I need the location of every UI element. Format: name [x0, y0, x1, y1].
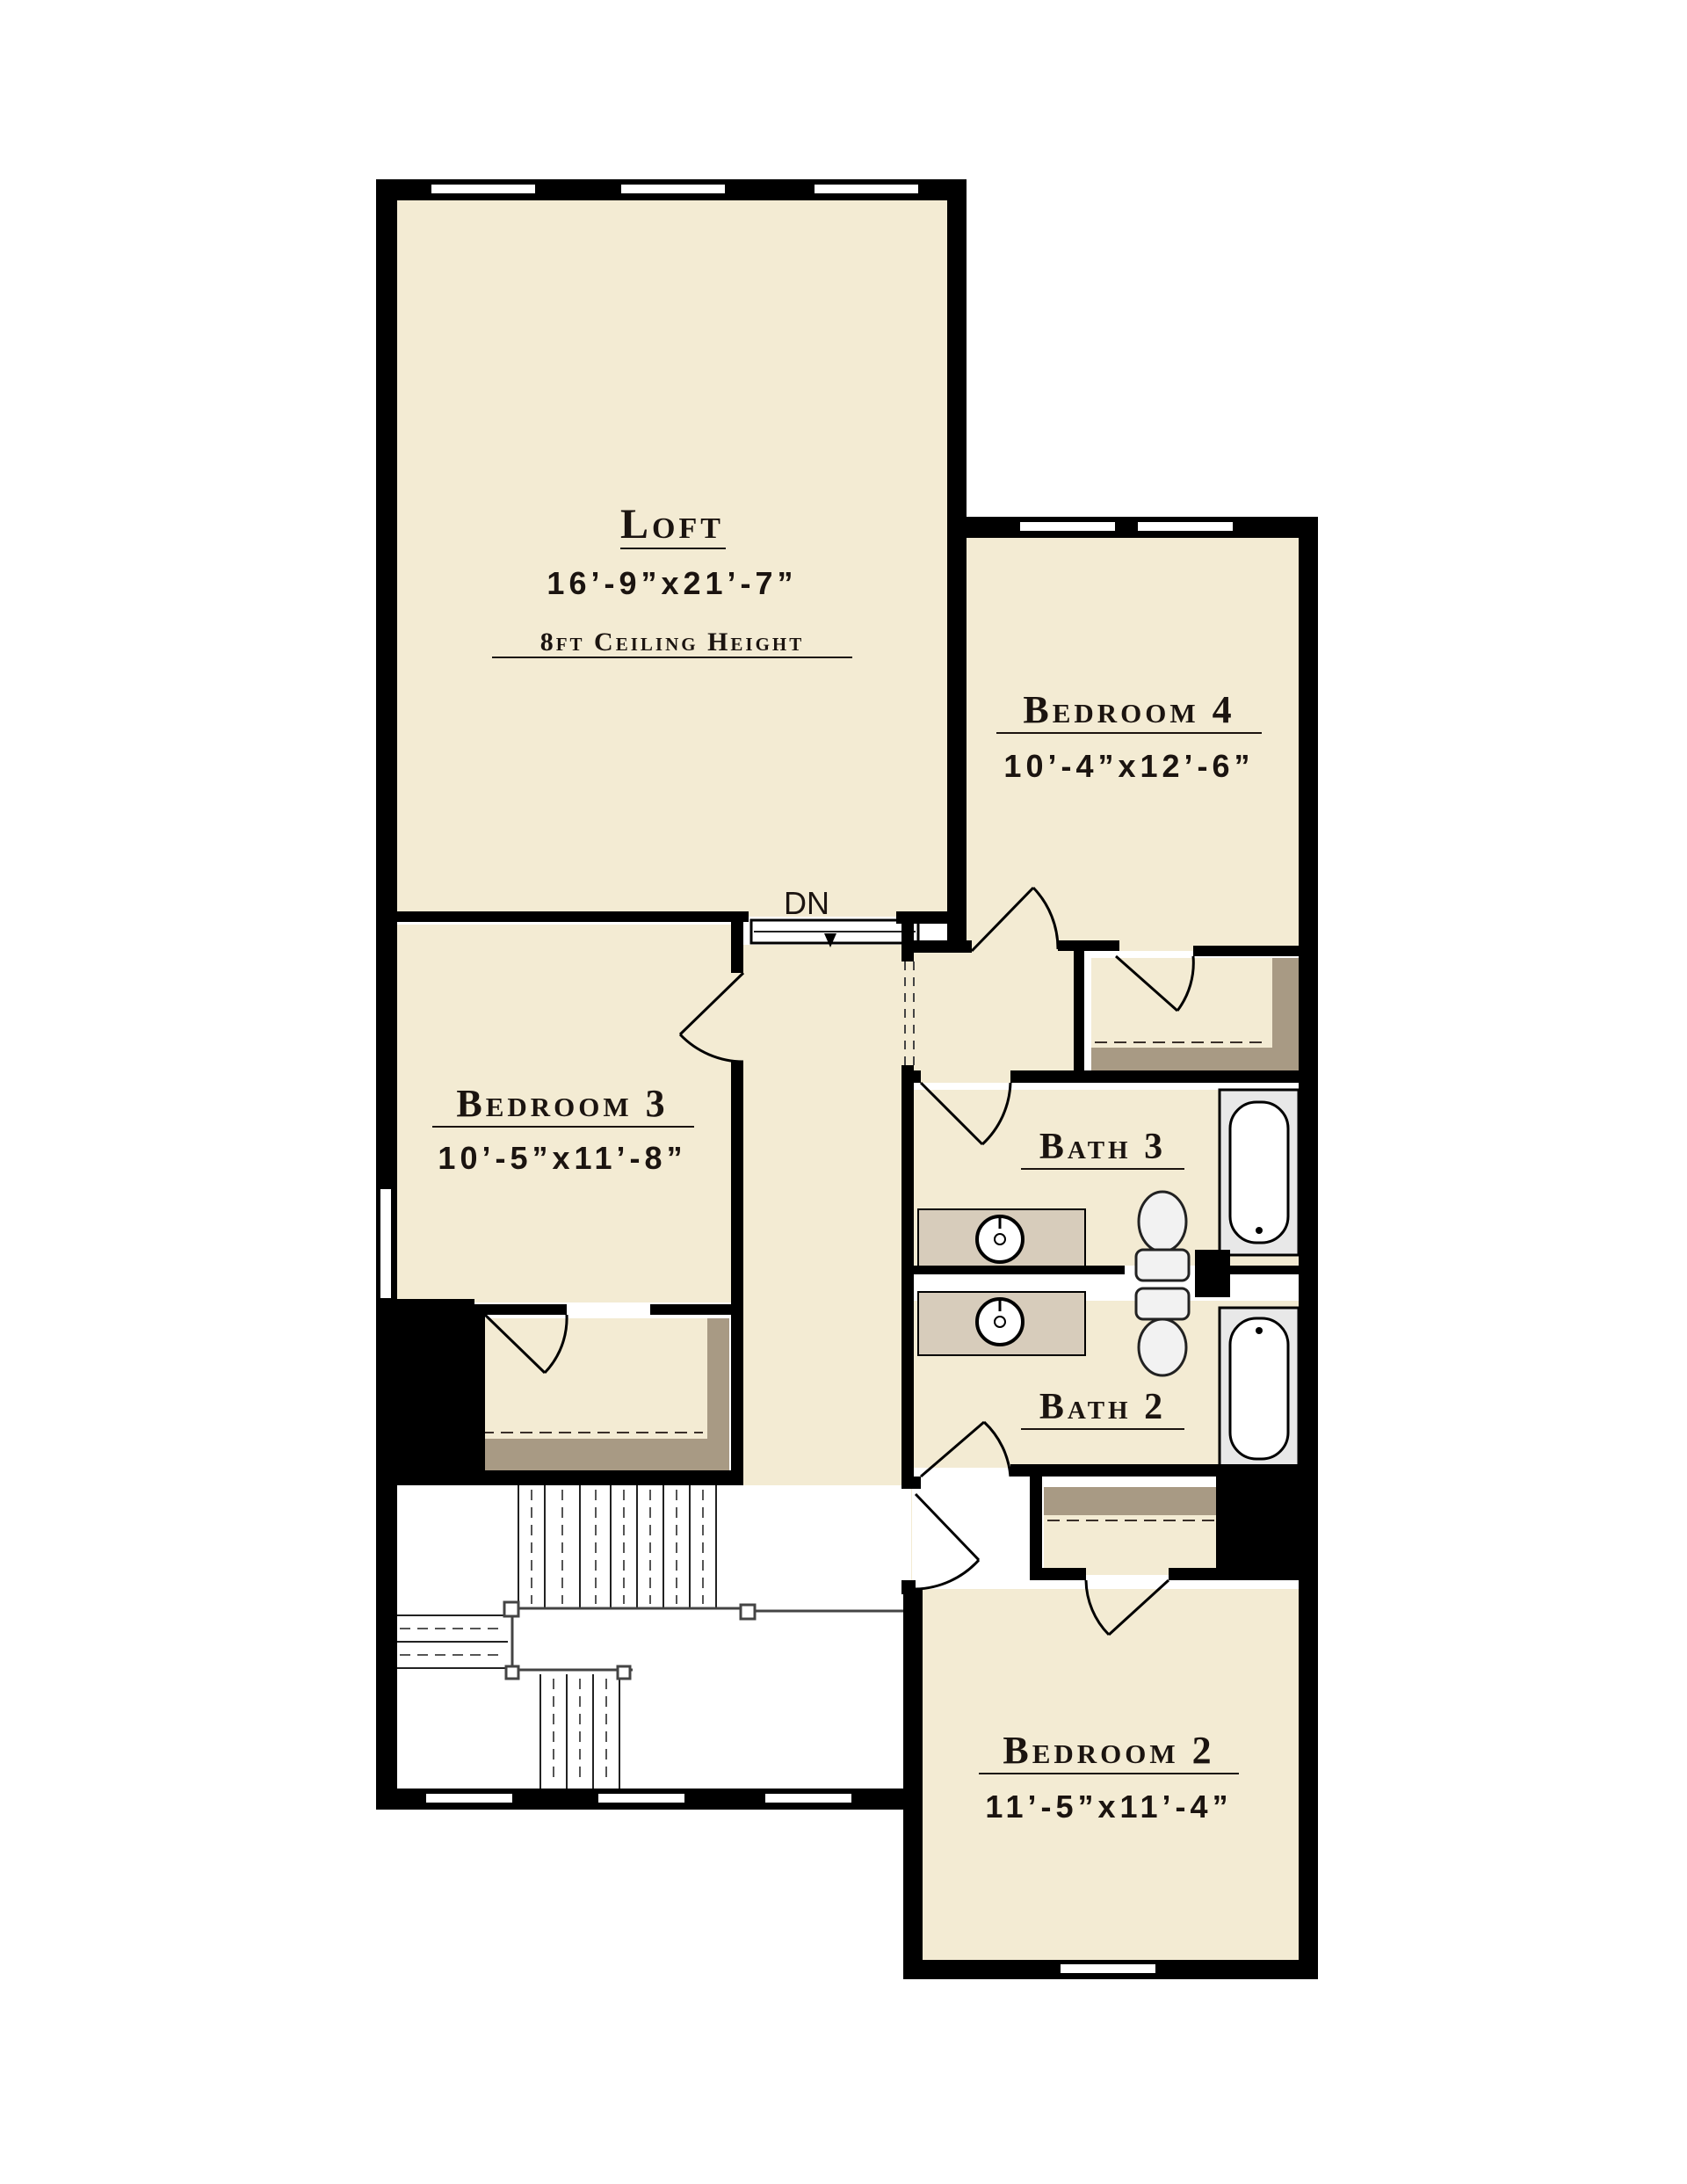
door-swing-icon [919, 1081, 1012, 1146]
chase-bath [1195, 1250, 1230, 1297]
bedroom2-dims: 11’-5”x11’-4” [985, 1789, 1232, 1825]
bathtub-icon [1218, 1306, 1300, 1468]
wall-loft-right [947, 179, 967, 953]
wall-bed4-bottom-left [901, 940, 972, 953]
windows [379, 183, 1234, 1975]
door-swing-icon [970, 886, 1060, 953]
doors [483, 886, 1195, 1636]
stair-landing-treads [397, 1614, 508, 1669]
wall-left [376, 179, 397, 1810]
door-swing-icon [483, 1313, 568, 1375]
wall-bed2-top-hall [901, 1580, 916, 1594]
window-icon [764, 1792, 853, 1804]
door-swing-icon [920, 1420, 1012, 1478]
sink-icon [975, 1215, 1025, 1264]
toilet-icon [1134, 1190, 1191, 1282]
closet-rods [481, 1041, 1265, 1521]
wall-bath2-bottom-left [901, 1477, 921, 1489]
wall-bath-left [901, 1065, 914, 1487]
window-icon [1018, 520, 1117, 533]
hall-landing-floor [912, 951, 1075, 1083]
chase-bed3 [397, 1299, 474, 1470]
window-icon [813, 183, 920, 195]
window-icon [430, 183, 537, 195]
loft-note: 8ft Ceiling Height [540, 628, 805, 657]
bedroom4-name: Bedroom 4 [1023, 688, 1234, 731]
walls [376, 179, 1318, 1979]
wall-bed3-right [731, 1062, 743, 1485]
stair-area [397, 1485, 911, 1789]
wall-bed3-closet-top-right [650, 1304, 738, 1315]
toilet-icon [1134, 1287, 1191, 1377]
door-swing-icon [678, 971, 745, 1063]
dn-label: DN [784, 885, 829, 921]
wall-bath-divider [914, 1266, 1125, 1274]
wall-bed4-bottom-far [1193, 946, 1299, 956]
bedroom4-floor [959, 538, 1299, 951]
cased-opening [904, 961, 915, 1065]
wall-loft-bottom-right [896, 911, 949, 924]
loft-name: Loft [620, 501, 724, 548]
wall-bedroom2-left [903, 1589, 923, 1976]
chase-bed2 [1216, 1477, 1299, 1575]
dn-arrow-icon [824, 933, 836, 947]
bedroom3-dims: 10’-5”x11’-8” [438, 1140, 686, 1176]
wall-bed4-closet-left [1074, 946, 1084, 1077]
bedroom4-closet-shelf [1091, 1048, 1299, 1074]
bedroom4-dims: 10’-4”x12’-6” [1003, 748, 1254, 784]
bedroom4-closet-floor [1091, 958, 1299, 1063]
wall-bath3-top-left [901, 1070, 921, 1083]
upper-stair-treads [518, 1485, 717, 1608]
stair-railing [503, 1600, 911, 1680]
door-swing-icon [1084, 1578, 1170, 1636]
wall-bath-divider-right [1195, 1266, 1299, 1274]
loft-dims: 16’-9”x21’-7” [547, 565, 797, 601]
wall-bed2-closet-left [1030, 1477, 1042, 1573]
wall-bed3-closet-top [479, 1304, 567, 1315]
room-labels: Loft 16’-9”x21’-7” 8ft Ceiling Height Be… [432, 501, 1262, 1825]
window-icon [1059, 1963, 1157, 1975]
closet-shelves [479, 958, 1299, 1515]
bedroom3-floor [397, 925, 736, 1302]
bedroom2-floor [914, 1589, 1299, 1963]
door-swing-icon [914, 1492, 981, 1591]
wall-stair-top [397, 1470, 743, 1485]
window-icon [1136, 520, 1234, 533]
bedroom3-name: Bedroom 3 [456, 1082, 668, 1125]
wall-bath3-top [1010, 1070, 1299, 1083]
bathtub-icon [1218, 1088, 1300, 1257]
lower-stair-treads [539, 1674, 620, 1789]
window-icon [597, 1792, 686, 1804]
dn-stair-entry: DN [749, 885, 920, 947]
bedroom2-name: Bedroom 2 [1003, 1729, 1214, 1772]
wall-loft-bottom [397, 911, 749, 922]
sink-icon [975, 1297, 1025, 1346]
door-swing-icon [1115, 954, 1195, 1012]
window-icon [619, 183, 727, 195]
bedroom3-closet-shelf-side [707, 1318, 729, 1470]
bath-fixtures [917, 1088, 1300, 1468]
wall-bed3-right-upper [731, 922, 743, 973]
wall-bed2-top-left [1030, 1568, 1086, 1580]
bedroom2-closet-shelf [1044, 1487, 1220, 1515]
wall-bed2-top-right [1169, 1568, 1299, 1580]
bath2-name: Bath 2 [1039, 1387, 1166, 1427]
window-icon [424, 1792, 514, 1804]
loft-floor [397, 200, 947, 917]
wall-bedroom4-top [947, 517, 1318, 538]
window-icon [379, 1187, 393, 1300]
bedroom4-closet-shelf-side [1272, 958, 1299, 1072]
bath3-name: Bath 3 [1039, 1127, 1166, 1167]
wall-bed4-bottom-right [1058, 940, 1119, 951]
bedroom3-closet-shelf [479, 1439, 729, 1470]
stairwell: DN [397, 885, 920, 1789]
wall-bed3-closet-left [474, 1304, 485, 1471]
wall-right [1299, 517, 1318, 1977]
wall-bath2-bottom [1010, 1464, 1299, 1477]
